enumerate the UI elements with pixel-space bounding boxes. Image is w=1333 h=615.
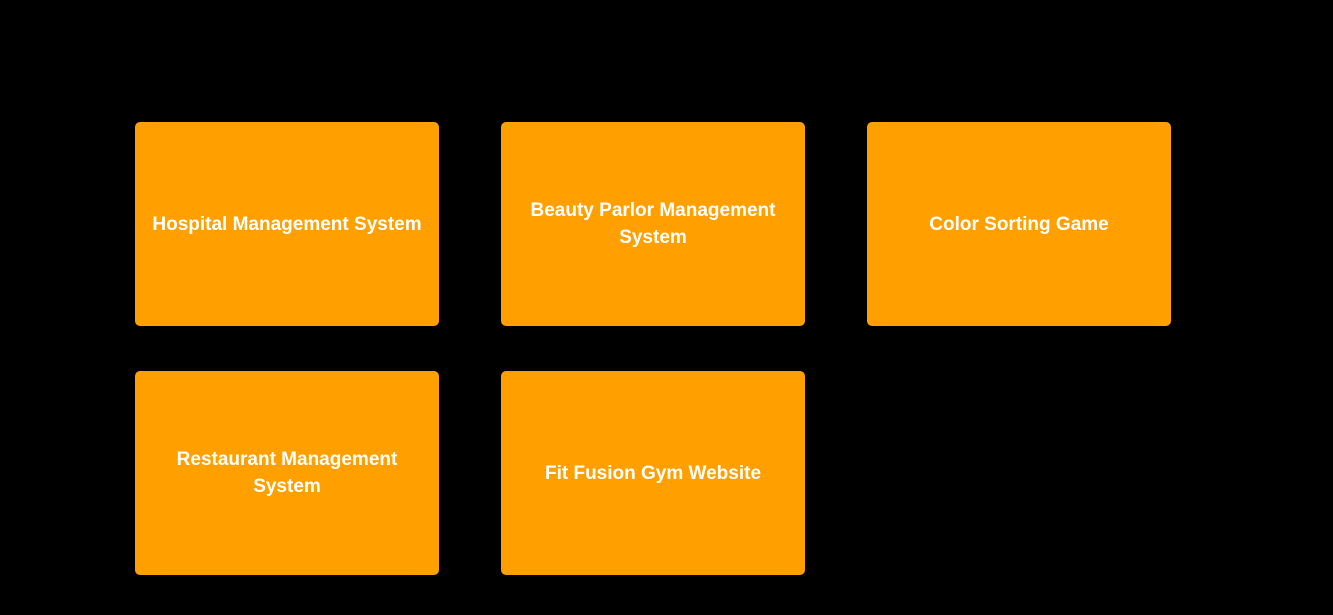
project-card-title: Restaurant Management System: [176, 449, 398, 497]
project-card-title: Color Sorting Game: [929, 213, 1109, 235]
project-card-restaurant-management[interactable]: Restaurant Management System: [135, 371, 439, 575]
project-card-color-sorting-game[interactable]: Color Sorting Game: [867, 122, 1171, 326]
project-card-fit-fusion-gym[interactable]: Fit Fusion Gym Website: [501, 371, 805, 575]
project-card-title: Fit Fusion Gym Website: [544, 462, 762, 484]
project-card-title: Hospital Management System: [152, 213, 422, 235]
project-card-hospital-management[interactable]: Hospital Management System: [135, 122, 439, 326]
project-card-title: Beauty Parlor Management System: [530, 200, 776, 248]
project-grid: Hospital Management System Beauty Parlor…: [135, 122, 1171, 575]
project-card-beauty-parlor-management[interactable]: Beauty Parlor Management System: [501, 122, 805, 326]
